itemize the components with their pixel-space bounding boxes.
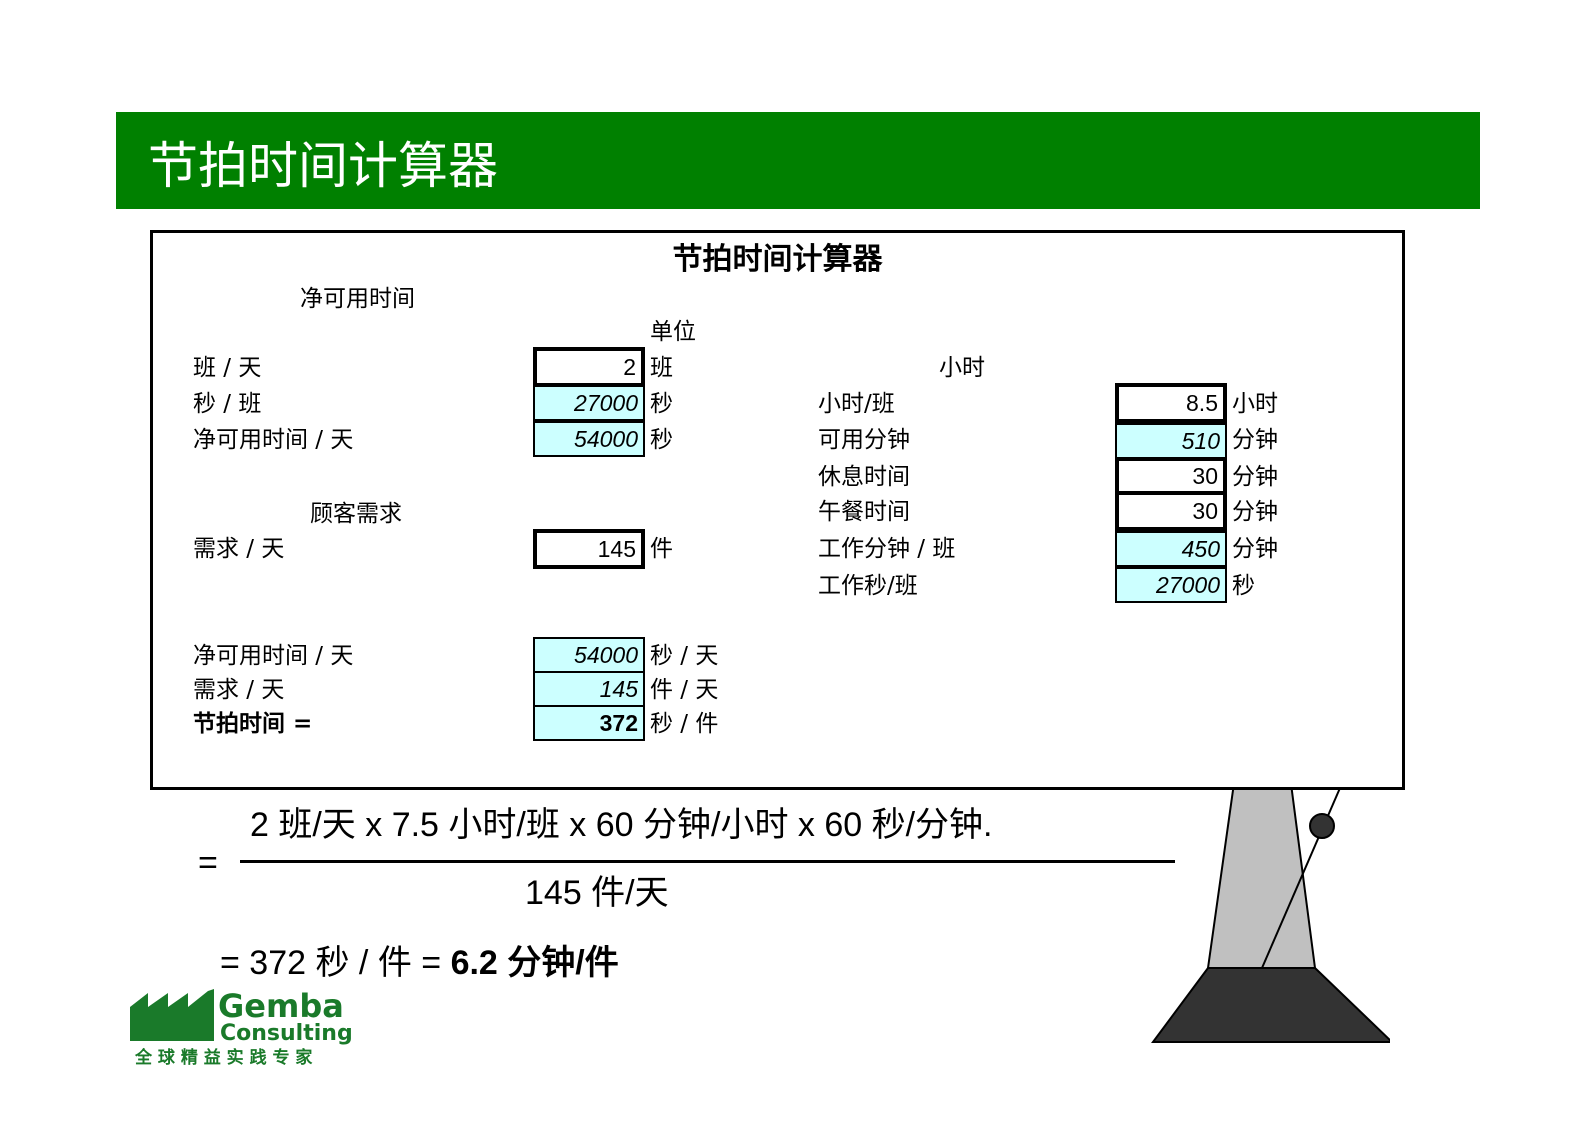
row-label-demand-per-day: 需求 / 天 bbox=[193, 536, 285, 562]
metronome-base bbox=[1151, 967, 1390, 1043]
logo-name: Gemba bbox=[218, 987, 344, 1025]
row-label-break-time: 休息时间 bbox=[818, 464, 910, 490]
row-unit-shifts: 班 bbox=[650, 355, 673, 381]
logo-tagline: 全 球 精 益 实 践 专 家 bbox=[135, 1048, 313, 1068]
formula-equals: = bbox=[198, 844, 218, 882]
shifts-per-day-input[interactable]: 2 bbox=[533, 347, 645, 387]
logo-sub: Consulting bbox=[220, 1021, 353, 1046]
break-time-input[interactable]: 30 bbox=[1115, 457, 1227, 495]
section-customer-demand: 顾客需求 bbox=[310, 501, 402, 527]
slide-title: 节拍时间计算器 bbox=[148, 137, 498, 195]
row-unit-pieces: 件 bbox=[650, 536, 673, 562]
hours-header: 小时 bbox=[939, 355, 985, 381]
row-label-lunch-time: 午餐时间 bbox=[818, 499, 910, 525]
summary-demand-value: 145 bbox=[533, 671, 645, 707]
summary-label-net-time: 净可用时间 / 天 bbox=[193, 643, 354, 669]
summary-unit-seconds-per-day: 秒 / 天 bbox=[650, 643, 719, 669]
formula-result: = 372 秒 / 件 = 6.2 分钟/件 bbox=[220, 946, 619, 980]
summary-unit-seconds-per-piece: 秒 / 件 bbox=[650, 711, 719, 737]
unit-header: 单位 bbox=[650, 319, 696, 345]
formula-result-bold: 6.2 分钟/件 bbox=[450, 944, 619, 982]
summary-label-demand: 需求 / 天 bbox=[193, 677, 285, 703]
row-unit-minutes-2: 分钟 bbox=[1232, 464, 1278, 490]
metronome-body bbox=[1206, 776, 1317, 969]
row-unit-minutes-4: 分钟 bbox=[1232, 536, 1278, 562]
row-unit-seconds-3: 秒 bbox=[1232, 573, 1255, 599]
hours-per-shift-input[interactable]: 8.5 bbox=[1115, 383, 1227, 423]
row-unit-minutes-3: 分钟 bbox=[1232, 499, 1278, 525]
formula-numerator: 2 班/天 x 7.5 小时/班 x 60 分钟/小时 x 60 秒/分钟. bbox=[250, 806, 993, 844]
gemba-logo-icon bbox=[130, 989, 214, 1041]
demand-per-day-input[interactable]: 145 bbox=[533, 529, 645, 569]
row-label-hours-per-shift: 小时/班 bbox=[818, 391, 895, 417]
takt-calculator-panel: 节拍时间计算器 净可用时间 单位 班 / 天 2 班 秒 / 班 27000 秒… bbox=[150, 230, 1405, 790]
section-net-time: 净可用时间 bbox=[300, 286, 415, 312]
working-minutes-per-shift-value: 450 bbox=[1115, 531, 1227, 567]
row-label-working-seconds-per-shift: 工作秒/班 bbox=[818, 573, 918, 599]
row-unit-seconds-2: 秒 bbox=[650, 427, 673, 453]
row-label-available-minutes: 可用分钟 bbox=[818, 427, 910, 453]
title-banner: 节拍时间计算器 bbox=[116, 112, 1480, 209]
working-seconds-per-shift-value: 27000 bbox=[1115, 567, 1227, 603]
summary-unit-pieces-per-day: 件 / 天 bbox=[650, 677, 719, 703]
formula-denominator: 145 件/天 bbox=[525, 874, 669, 912]
summary-label-takt-time: 节拍时间 = bbox=[193, 711, 313, 737]
row-label-shifts-per-day: 班 / 天 bbox=[193, 355, 262, 381]
metronome-illustration bbox=[1151, 776, 1390, 1043]
formula-result-prefix: = 372 秒 / 件 = bbox=[220, 944, 451, 982]
net-time-per-day-value: 54000 bbox=[533, 421, 645, 457]
row-unit-hours: 小时 bbox=[1232, 391, 1278, 417]
row-label-net-time-per-day: 净可用时间 / 天 bbox=[193, 427, 354, 453]
summary-net-time-value: 54000 bbox=[533, 637, 645, 673]
row-unit-minutes-1: 分钟 bbox=[1232, 427, 1278, 453]
row-unit-seconds-1: 秒 bbox=[650, 391, 673, 417]
row-label-seconds-per-shift: 秒 / 班 bbox=[193, 391, 262, 417]
available-minutes-value: 510 bbox=[1115, 423, 1227, 459]
seconds-per-shift-value: 27000 bbox=[533, 385, 645, 421]
lunch-time-input[interactable]: 30 bbox=[1115, 491, 1227, 531]
metronome-weight bbox=[1309, 813, 1335, 839]
row-label-working-minutes-per-shift: 工作分钟 / 班 bbox=[818, 536, 956, 562]
calculator-title: 节拍时间计算器 bbox=[672, 242, 883, 277]
takt-time-result-value: 372 bbox=[533, 705, 645, 741]
fraction-line bbox=[240, 860, 1175, 863]
